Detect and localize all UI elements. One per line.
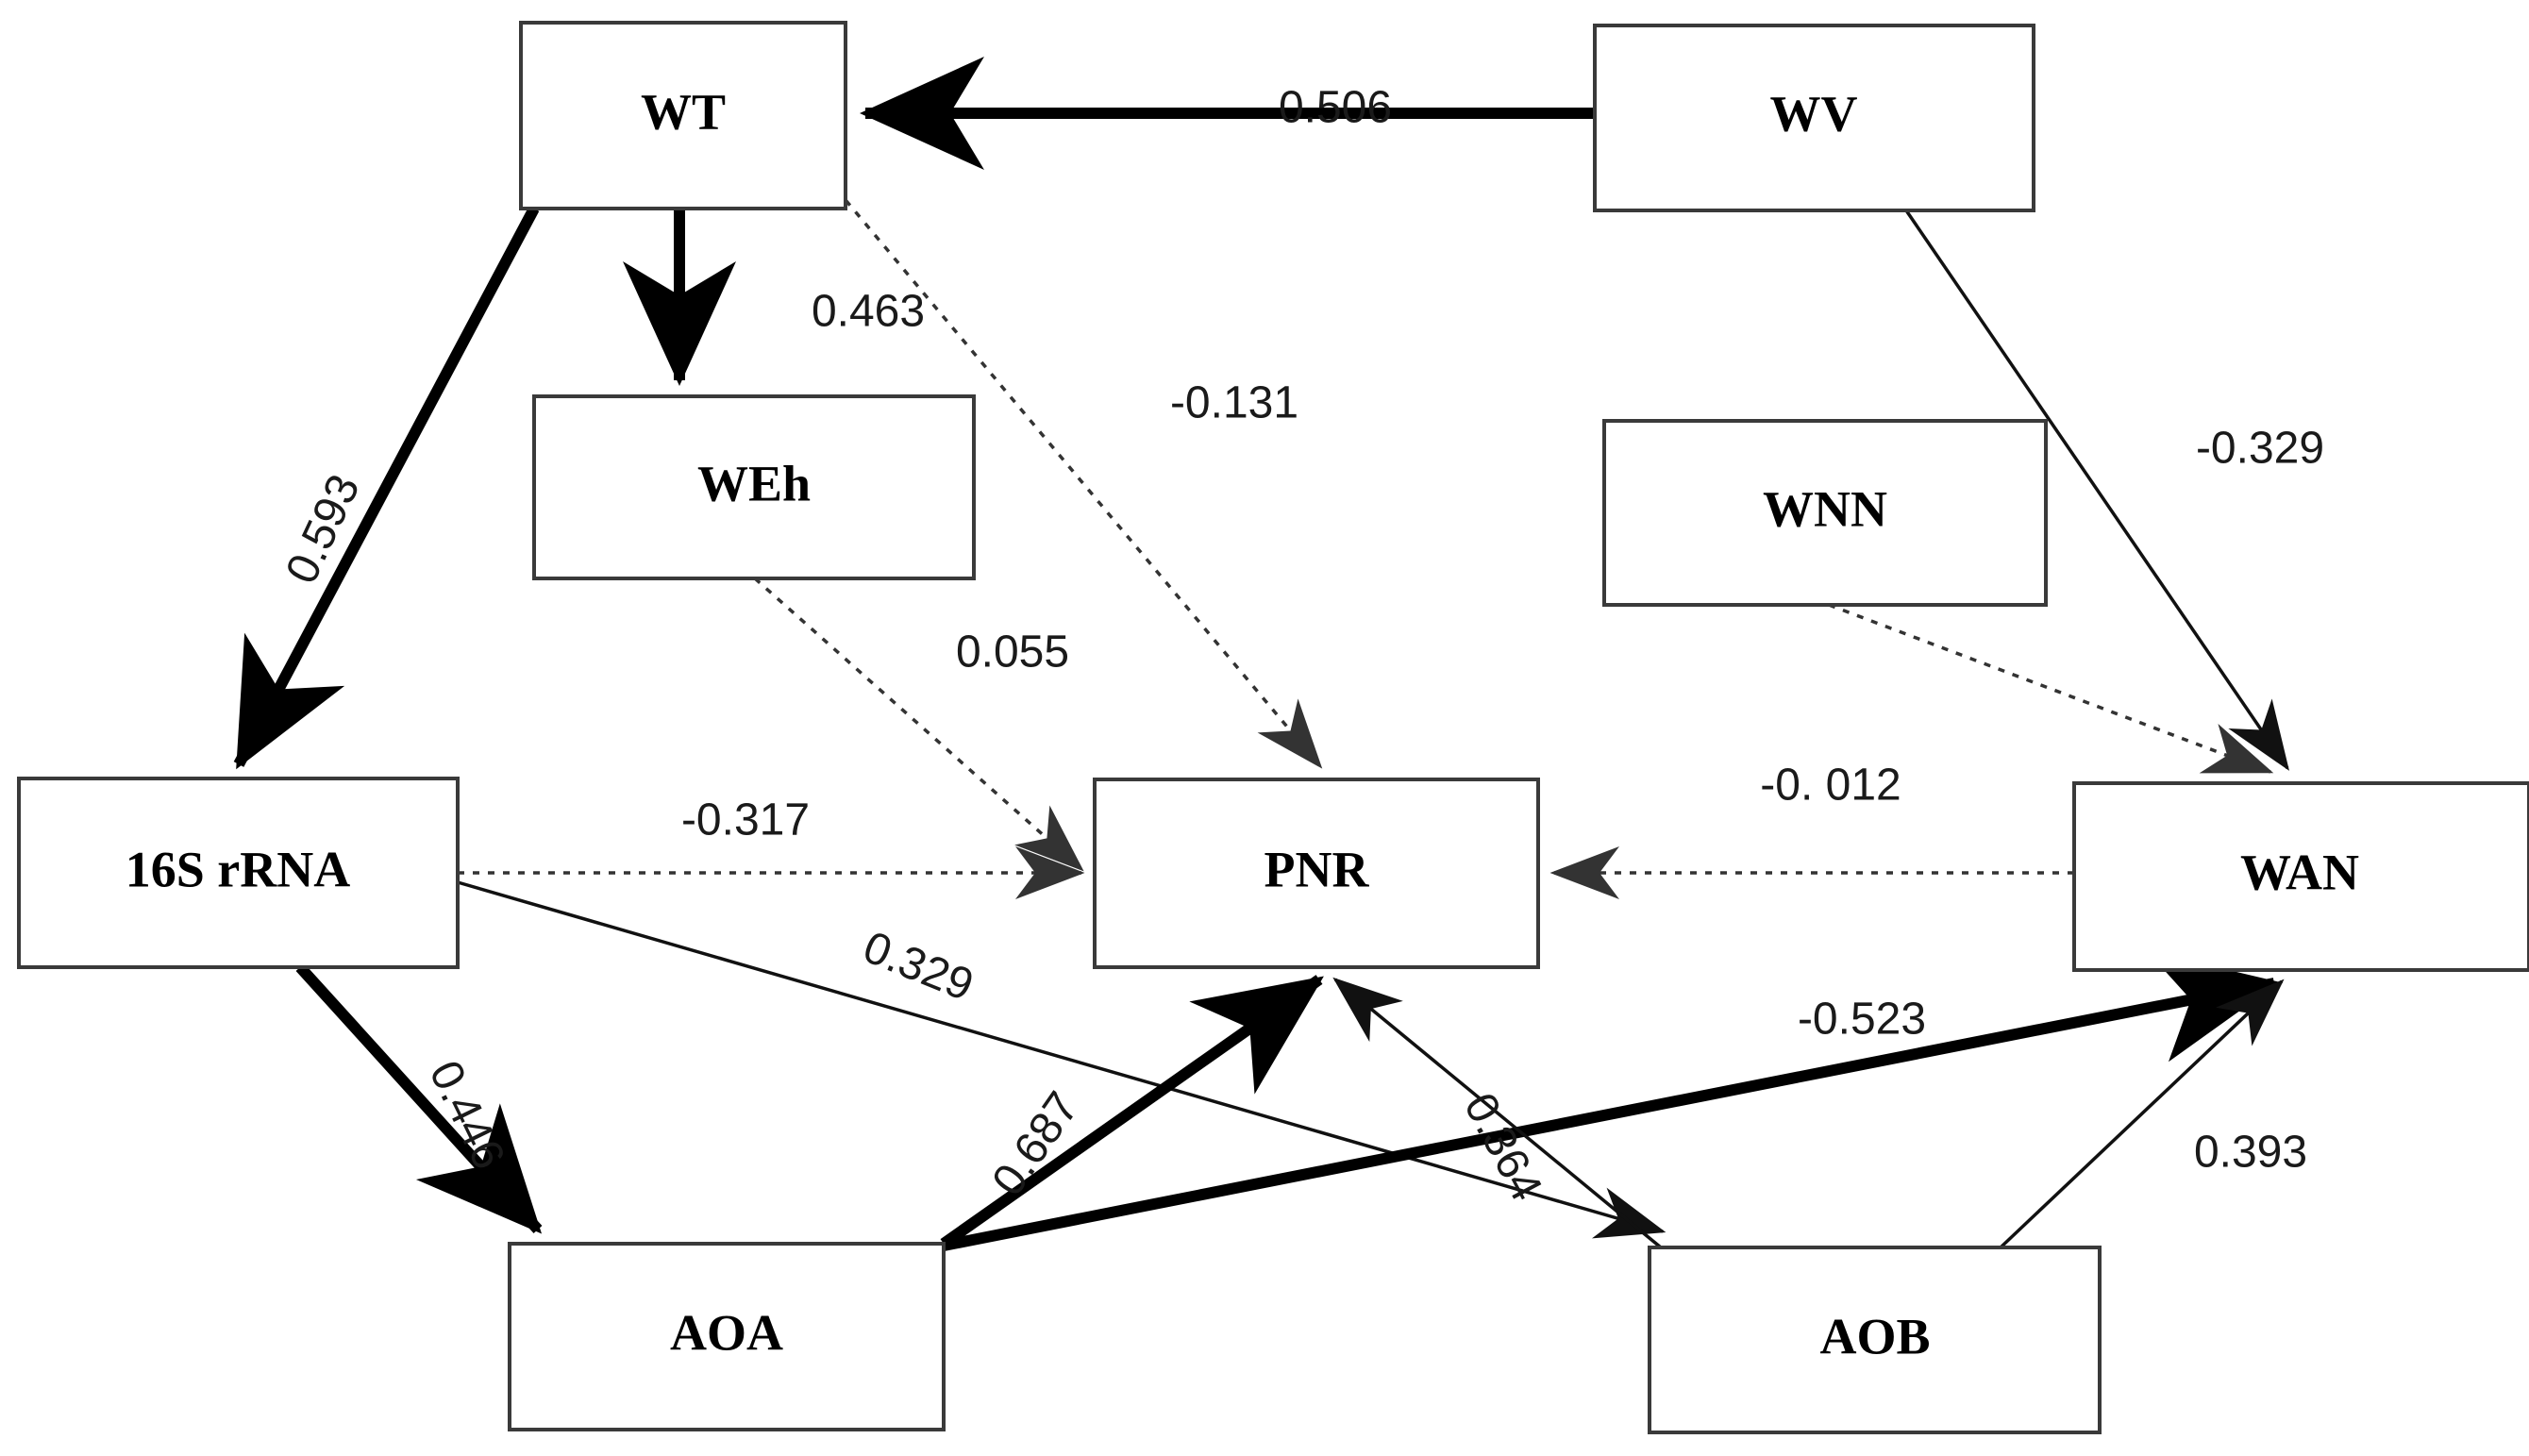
edge-aob-pnr — [1332, 977, 1663, 1249]
edge-label-layer: 0.506 0.463 0.593 -0.131 0.055 -0.329 -0… — [276, 83, 2324, 1209]
edge-label-16s-aob: 0.329 — [856, 922, 980, 1011]
edge-wv-wan — [1904, 209, 2289, 771]
node-label-wan: WAN — [2240, 844, 2359, 900]
node-label-weh: WEh — [697, 455, 811, 511]
node-wan[interactable]: WAN — [2072, 781, 2529, 972]
edge-wt-pnr — [834, 187, 1323, 769]
node-label-wv: WV — [1770, 85, 1858, 142]
edge-16s-aob — [457, 880, 1666, 1239]
node-wt[interactable]: WT — [519, 21, 847, 210]
edge-wt-16s — [233, 206, 540, 770]
node-label-aob: AOB — [1819, 1308, 1930, 1364]
edge-label-wv-wt: 0.506 — [1279, 83, 1392, 133]
edge-aob-wan — [1999, 979, 2285, 1249]
edge-label-16s-pnr: -0.317 — [681, 795, 810, 845]
node-weh[interactable]: WEh — [532, 394, 976, 580]
edge-label-wan-pnr: -0. 012 — [1760, 761, 1901, 811]
edge-16s-aoa — [295, 962, 543, 1234]
edge-label-aob-wan: 0.393 — [2194, 1128, 2307, 1178]
edge-aoa-pnr — [940, 975, 1324, 1248]
edge-weh-pnr — [753, 577, 1084, 872]
node-label-16s-rrna: 16S rRNA — [126, 841, 351, 897]
edge-label-weh-pnr: 0.055 — [956, 628, 1069, 678]
edge-layer — [233, 57, 2289, 1251]
edge-label-wv-wan: -0.329 — [2196, 424, 2324, 474]
node-label-pnr: PNR — [1264, 841, 1370, 897]
node-aob[interactable]: AOB — [1648, 1246, 2102, 1434]
node-wnn[interactable]: WNN — [1602, 419, 2048, 607]
edge-aoa-wan — [942, 950, 2280, 1251]
node-label-aoa: AOA — [670, 1304, 783, 1361]
node-16s-rrna[interactable]: 16S rRNA — [17, 777, 460, 969]
node-aoa[interactable]: AOA — [508, 1242, 946, 1431]
node-label-wnn: WNN — [1763, 480, 1887, 537]
edge-label-wt-weh: 0.463 — [812, 287, 925, 337]
edge-label-aoa-pnr: 0.687 — [983, 1083, 1089, 1205]
node-label-wt: WT — [641, 83, 726, 140]
edge-label-wt-16s: 0.593 — [276, 467, 370, 591]
node-wv[interactable]: WV — [1593, 24, 2035, 212]
edge-label-wt-pnr: -0.131 — [1170, 378, 1298, 428]
edge-wnn-wan — [1828, 603, 2274, 774]
node-pnr[interactable]: PNR — [1093, 778, 1540, 969]
node-layer: WT WV WEh WNN 16S rRNA PNR — [17, 21, 2529, 1434]
edge-label-aoa-wan: -0.523 — [1798, 995, 1926, 1045]
